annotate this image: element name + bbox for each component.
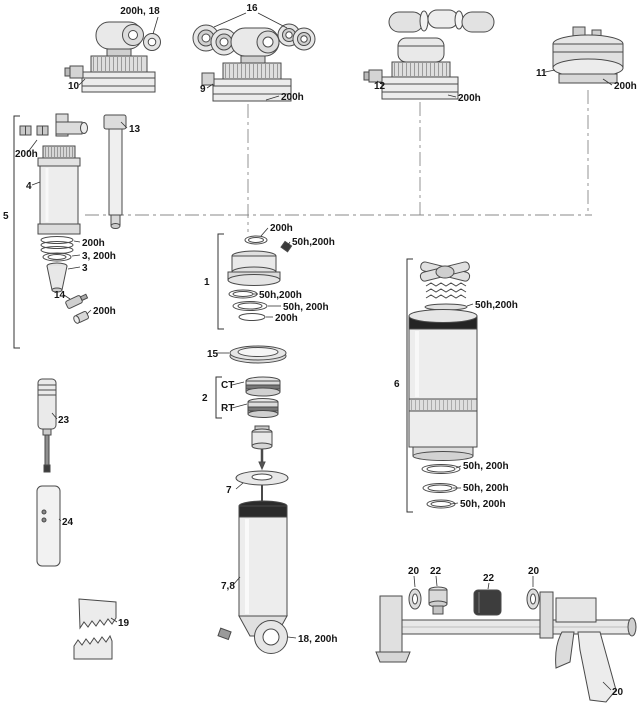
construction-lines	[85, 90, 592, 232]
callout-sealhead-plug: 50h,200h	[292, 237, 335, 248]
part-12-air-valve-assembly	[363, 9, 495, 100]
part-15-disc	[229, 345, 287, 364]
callout-5: 5	[3, 211, 9, 222]
callout-seal-200h-18: 200h, 18	[120, 6, 160, 17]
callout-7: 7	[226, 485, 232, 496]
callout-9-interval: 200h	[281, 92, 304, 103]
callout-10: 10	[68, 81, 80, 92]
callout-14-interval: 200h	[93, 306, 116, 317]
callout-3: 3	[82, 263, 88, 274]
part-11-remote-head-assembly	[552, 26, 624, 84]
part-1-seal-head-assembly	[227, 235, 293, 321]
rebound-needle-valve	[251, 425, 273, 471]
part-7-piston	[235, 470, 289, 509]
callout-can-ring-c: 50h, 200h	[460, 499, 506, 510]
left-small-fittings	[19, 113, 88, 137]
callout-11: 11	[536, 68, 547, 79]
part-3-seal-stack	[40, 236, 74, 293]
callout-24: 24	[62, 517, 74, 528]
part-13-shaft	[103, 114, 127, 229]
callout-glide-b: 50h, 200h	[283, 302, 329, 313]
callout-14: 14	[54, 290, 66, 301]
part-2-adjuster-knobs	[245, 376, 281, 418]
part-9-air-valve-assembly	[192, 23, 316, 102]
callout-3-interval: 3, 200h	[82, 251, 116, 262]
callout-20-clamp: 20	[612, 687, 624, 698]
callout-rt: RT	[221, 403, 234, 414]
group-brackets	[13, 115, 413, 513]
callout-13: 13	[129, 124, 141, 135]
callout-9: 9	[200, 84, 206, 95]
part-24-plate	[36, 485, 61, 567]
callout-can-ring-a: 50h, 200h	[463, 461, 509, 472]
part-4-air-can	[37, 145, 81, 235]
callout-20-washer-right: 20	[528, 566, 540, 577]
callout-ct: CT	[221, 380, 234, 391]
part-14-valve	[65, 293, 89, 309]
callout-22-sleeve: 22	[483, 573, 495, 584]
callout-fittings-interval: 200h	[15, 149, 38, 160]
part-23-tool	[37, 378, 57, 473]
callout-23: 23	[58, 415, 70, 426]
callout-12-interval: 200h	[458, 93, 481, 104]
callout-sealhead-oring: 200h	[270, 223, 293, 234]
callout-20-washer-left: 20	[408, 566, 420, 577]
callout-2: 2	[202, 393, 208, 404]
part-19-clamp-blocks	[73, 598, 117, 660]
left-banjo-fitting	[73, 310, 89, 324]
callout-seal-stack-interval: 200h	[82, 238, 105, 249]
leader-lines	[27, 12, 613, 691]
callout-22-fitting: 22	[430, 566, 442, 577]
callout-12: 12	[374, 81, 386, 92]
callout-15: 15	[207, 349, 219, 360]
part-10-air-valve-assembly	[64, 21, 161, 93]
callout-16: 16	[246, 3, 258, 14]
callout-labels: 200h, 18 16 10 9 200h 12 200h 11 200h 20…	[3, 3, 637, 698]
callout-19: 19	[118, 618, 130, 629]
part-7-8-damper-body	[217, 500, 288, 654]
part-20-clamp-tool	[375, 586, 637, 703]
callout-glide-a: 50h,200h	[259, 290, 302, 301]
callout-can-disc-interval: 50h,200h	[475, 300, 518, 311]
callout-6: 6	[394, 379, 400, 390]
callout-4: 4	[26, 181, 32, 192]
callout-can-ring-b: 50h, 200h	[463, 483, 509, 494]
callout-7-8: 7,8	[221, 581, 235, 592]
callout-18-interval: 18, 200h	[298, 634, 337, 645]
callout-1: 1	[204, 277, 210, 288]
callout-11-interval: 200h	[614, 81, 637, 92]
callout-glide-c: 200h	[275, 313, 298, 324]
